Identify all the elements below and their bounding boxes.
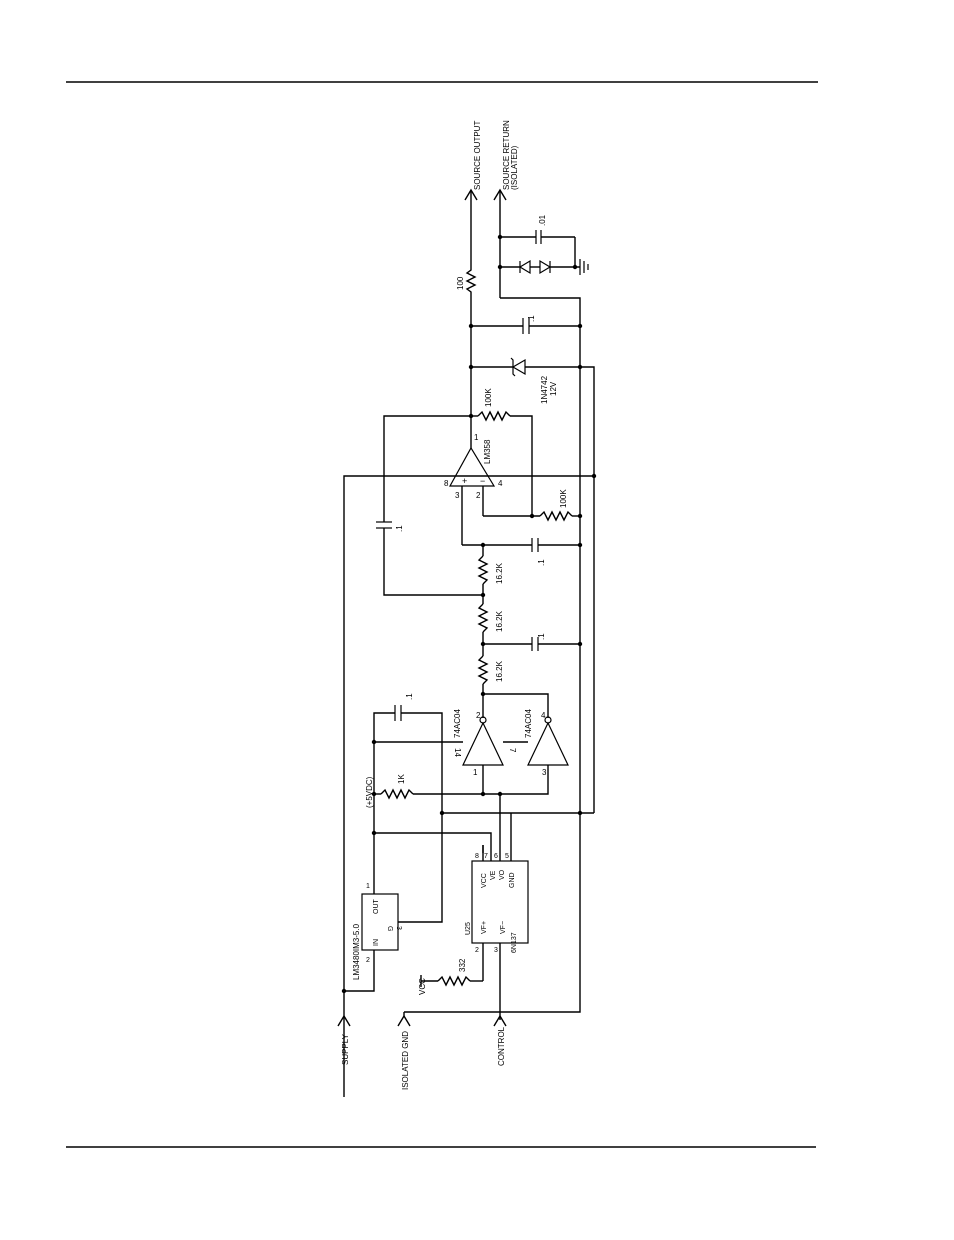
svg-text:100: 100: [456, 276, 465, 290]
svg-text:.1: .1: [395, 525, 404, 532]
resistor-16k2-a: 16.2K: [479, 556, 504, 584]
svg-text:.1: .1: [405, 693, 414, 700]
svg-text:4: 4: [541, 711, 546, 720]
vcc-symbol: VCC: [418, 975, 427, 995]
svg-text:14: 14: [453, 748, 462, 757]
svg-text:3: 3: [395, 926, 402, 930]
isolated-gnd-port: ISOLATED GND: [398, 1012, 410, 1090]
svg-text:G: G: [386, 926, 393, 931]
svg-text:VE: VE: [490, 870, 497, 880]
svg-text:8: 8: [475, 853, 479, 860]
svg-text:U25: U25: [465, 922, 472, 935]
resistor-input-100k: 100K: [540, 489, 572, 520]
resistor-100: 100: [456, 265, 475, 298]
svg-text:SUPPLY: SUPPLY: [341, 1033, 350, 1065]
svg-text:74AC04: 74AC04: [524, 709, 533, 738]
svg-text:SOURCE OUTPUT: SOURCE OUTPUT: [473, 121, 482, 190]
svg-text:VCC: VCC: [418, 978, 427, 995]
svg-text:5: 5: [505, 853, 509, 860]
regulator-lm3480: LM3480IM3-5.0 IN OUT G 3 1 2: [344, 883, 402, 991]
svg-text:VCC: VCC: [481, 873, 488, 888]
svg-text:100K: 100K: [559, 489, 568, 508]
svg-text:1N4742: 1N4742: [540, 375, 549, 404]
svg-text:.1: .1: [537, 559, 546, 566]
svg-text:8: 8: [444, 479, 449, 488]
resistor-1k: 1K: [381, 774, 413, 798]
svg-text:OUT: OUT: [373, 899, 380, 915]
svg-text:1: 1: [366, 883, 370, 890]
source-return-port: SOURCE RETURN (ISOLATED): [494, 120, 519, 298]
zener-diode: 1N4742 12V: [511, 358, 558, 404]
capacitor-regulator: .1: [395, 693, 414, 721]
capacitor-mid: .1: [532, 538, 546, 566]
svg-text:LM3480IM3-5.0: LM3480IM3-5.0: [352, 923, 361, 980]
capacitor-feedback: .1: [376, 522, 404, 532]
svg-text:(ISOLATED): (ISOLATED): [510, 145, 519, 190]
svg-text:16.2K: 16.2K: [495, 562, 504, 584]
svg-text:2: 2: [475, 947, 479, 954]
rail-label: (+5VDC): [365, 776, 374, 808]
svg-text:CONTROL: CONTROL: [497, 1026, 506, 1066]
capacitor-top: .1: [523, 315, 536, 334]
svg-text:2: 2: [476, 711, 481, 720]
resistor-feedback-100k: 100K: [478, 388, 510, 420]
control-port: CONTROL: [494, 1016, 506, 1066]
svg-text:16.2K: 16.2K: [495, 610, 504, 632]
chassis-ground-icon: [580, 259, 588, 275]
resistor-332: 332: [438, 958, 470, 985]
svg-text:3: 3: [542, 768, 547, 777]
svg-text:6: 6: [494, 853, 498, 860]
svg-text:2: 2: [366, 957, 370, 964]
svg-text:74AC04: 74AC04: [453, 709, 462, 738]
svg-text:GND: GND: [509, 872, 516, 888]
svg-text:VF−: VF−: [500, 921, 507, 934]
svg-text:−: −: [480, 476, 485, 486]
svg-text:VF+: VF+: [481, 921, 488, 934]
svg-text:16.2K: 16.2K: [495, 660, 504, 682]
tvs-diode: [520, 261, 580, 273]
svg-text:3: 3: [455, 491, 460, 500]
svg-text:2: 2: [476, 491, 481, 500]
svg-text:IN: IN: [373, 939, 380, 946]
svg-text:.01: .01: [538, 214, 547, 226]
svg-text:LM358: LM358: [483, 439, 492, 464]
inverter-1: 2 74AC04 14 1: [453, 709, 503, 794]
svg-text:.1: .1: [537, 633, 546, 640]
resistor-16k2-b: 16.2K: [479, 604, 504, 632]
optocoupler-6n137: 8 7 6 5 VCC VE VO GND U25 VF+ VF− 6N137 …: [465, 794, 528, 954]
capacitor-01: .01: [536, 214, 547, 244]
source-output-port: SOURCE OUTPUT: [465, 121, 482, 265]
resistor-16k2-c: 16.2K: [479, 656, 504, 684]
inverter-2: 4 74AC04 7 3: [500, 709, 568, 794]
svg-text:+: +: [462, 476, 467, 486]
svg-text:4: 4: [498, 479, 503, 488]
svg-text:6N137: 6N137: [511, 932, 518, 953]
svg-text:1: 1: [473, 768, 478, 777]
svg-text:VO: VO: [499, 869, 506, 880]
svg-text:1: 1: [474, 433, 479, 442]
svg-text:ISOLATED GND: ISOLATED GND: [401, 1031, 410, 1090]
svg-text:100K: 100K: [484, 388, 493, 407]
svg-text:332: 332: [458, 958, 467, 972]
opamp-lm358: 1 LM358 + − 8 4 3 2: [444, 425, 503, 545]
svg-text:7: 7: [508, 748, 517, 753]
svg-text:.1: .1: [527, 315, 536, 322]
svg-text:3: 3: [494, 947, 498, 954]
svg-text:7: 7: [484, 853, 488, 860]
svg-text:12V: 12V: [549, 381, 558, 396]
capacitor-low: .1: [532, 633, 546, 651]
svg-text:1K: 1K: [397, 774, 406, 784]
